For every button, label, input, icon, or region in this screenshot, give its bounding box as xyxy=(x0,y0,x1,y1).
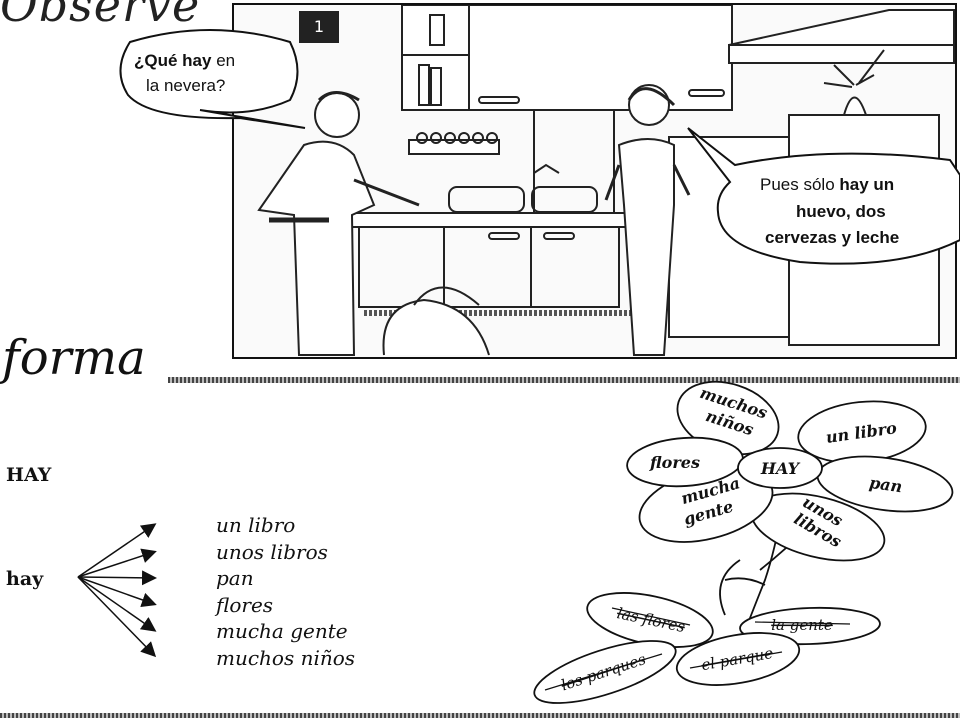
list-item: mucha gente xyxy=(216,619,348,643)
list-item: pan xyxy=(216,566,254,590)
arrow-fan xyxy=(77,523,157,658)
woman-speech-line-3: cervezas y leche xyxy=(765,228,900,247)
bottom-divider xyxy=(0,713,960,718)
phrase-list: un libro unos libros pan flores mucha ge… xyxy=(216,512,355,671)
petal-label: flores xyxy=(649,453,700,472)
woman-speech-bubble xyxy=(687,127,960,265)
petal-label: la gente xyxy=(771,616,833,634)
list-item: unos libros xyxy=(216,539,328,564)
arrow-icon xyxy=(77,576,157,632)
arrow-icon xyxy=(77,570,157,586)
petal-label: pan xyxy=(868,473,904,496)
man-speech-line-2: la nevera? xyxy=(146,76,226,95)
section-heading: Observe xyxy=(0,0,201,32)
man-speech-line-1: ¿Qué hay en xyxy=(134,51,236,70)
man-speech-bubble xyxy=(119,29,306,129)
flower-center xyxy=(737,447,823,489)
list-item: flores xyxy=(216,592,274,617)
list-item: un libro xyxy=(216,513,296,537)
arrow-icon xyxy=(77,576,157,608)
list-item: muchos niños xyxy=(216,645,356,670)
arrow-icon xyxy=(77,548,157,578)
arrow-icon xyxy=(77,576,157,658)
section-title: forma xyxy=(2,330,146,386)
petal xyxy=(675,632,801,686)
panel-number-badge: 1 xyxy=(299,11,339,43)
speech-bubbles xyxy=(119,29,960,265)
arrow-icon xyxy=(77,523,157,578)
woman-speech-line-2: huevo, dos xyxy=(796,202,886,221)
section-divider xyxy=(168,377,960,383)
hay-heading: HAY xyxy=(6,464,52,486)
hay-label: hay xyxy=(6,568,44,590)
flower-diagram: HAY muchos niños un libro pan unos libro… xyxy=(533,380,954,704)
flower-center-label: HAY xyxy=(760,459,801,478)
woman-speech-line-1: Pues sólo hay un xyxy=(760,175,895,194)
